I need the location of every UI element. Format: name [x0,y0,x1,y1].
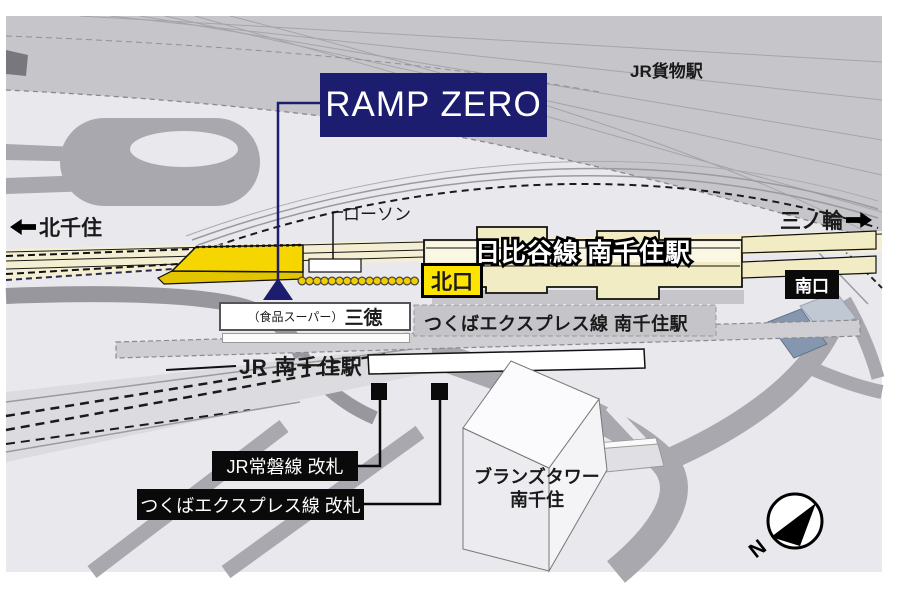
lawson-shop-shape [308,258,362,273]
ramp-zero-site [156,243,304,285]
santoku-supermarket-box: （食品スーパー）三徳 [219,302,411,331]
road-divider [606,402,646,444]
hibiya-station-shape [423,226,877,300]
santoku-prefix-label: （食品スーパー） [247,310,344,324]
jr-freight-station-label: JR貨物駅 [630,62,703,81]
lawson-pointer-line [332,211,343,263]
minowa-label: 三ノ輪 [780,210,843,233]
tx-gate-box: つくばエクスプレス線 改札 [137,489,364,520]
tx-station-label: つくばエクスプレス線 南千住駅 [424,314,688,334]
jr-tracks [5,347,421,453]
left-arrow-icon [10,219,36,235]
lawson-label: ローソン [343,205,411,224]
north-exit-label: 北口 [431,270,473,294]
ramp-zero-marker-icon [263,278,293,300]
hibiya-line-station-label: 日比谷線 南千住駅 [475,238,691,267]
jr-station-label: JR 南千住駅 [239,356,363,379]
joban-gate-marker [371,383,387,400]
tx-gate-marker [431,383,448,400]
direction-kita-senju: 北千住 [10,212,102,242]
ramp-zero-pointer-line [276,101,320,282]
tx-gate-pointer-line [364,400,442,506]
joban-gate-box: JR常磐線 改札 [212,451,358,481]
south-exit-badge: 南口 [785,270,839,299]
joban-gate-label: JR常磐線 改札 [226,457,344,477]
tx-station-shape [413,304,717,337]
loop-road [6,118,260,206]
yard-boundary-line [5,89,883,243]
branz-tower-label: ブランズタワー 南千住 [452,466,622,513]
tx-gate-label: つくばエクスプレス線 改札 [140,495,361,516]
branz-tower-line2: 南千住 [510,490,564,511]
jr-platform-bar [367,348,646,375]
santoku-name-label: 三徳 [344,308,383,329]
branz-tower-line1: ブランズタワー [474,467,600,487]
compass: N [745,492,824,563]
joban-gate-pointer-line [358,400,382,468]
jr-track-band [6,344,432,462]
south-exit-label: 南口 [795,277,829,296]
jr-label-tick [165,365,237,371]
edge-structure [6,50,28,76]
compass-needle-icon [771,503,816,546]
direction-minowa: 三ノ輪 [780,205,872,235]
santoku-building-strip [222,333,410,343]
north-exit-badge: 北口 [421,263,483,298]
ramp-zero-title-box: RAMP ZERO [320,73,547,137]
right-arrow-icon [846,212,872,228]
kita-senju-label: 北千住 [39,217,102,240]
ramp-zero-label: RAMP ZERO [325,85,542,124]
branz-tower-shape [462,360,665,573]
